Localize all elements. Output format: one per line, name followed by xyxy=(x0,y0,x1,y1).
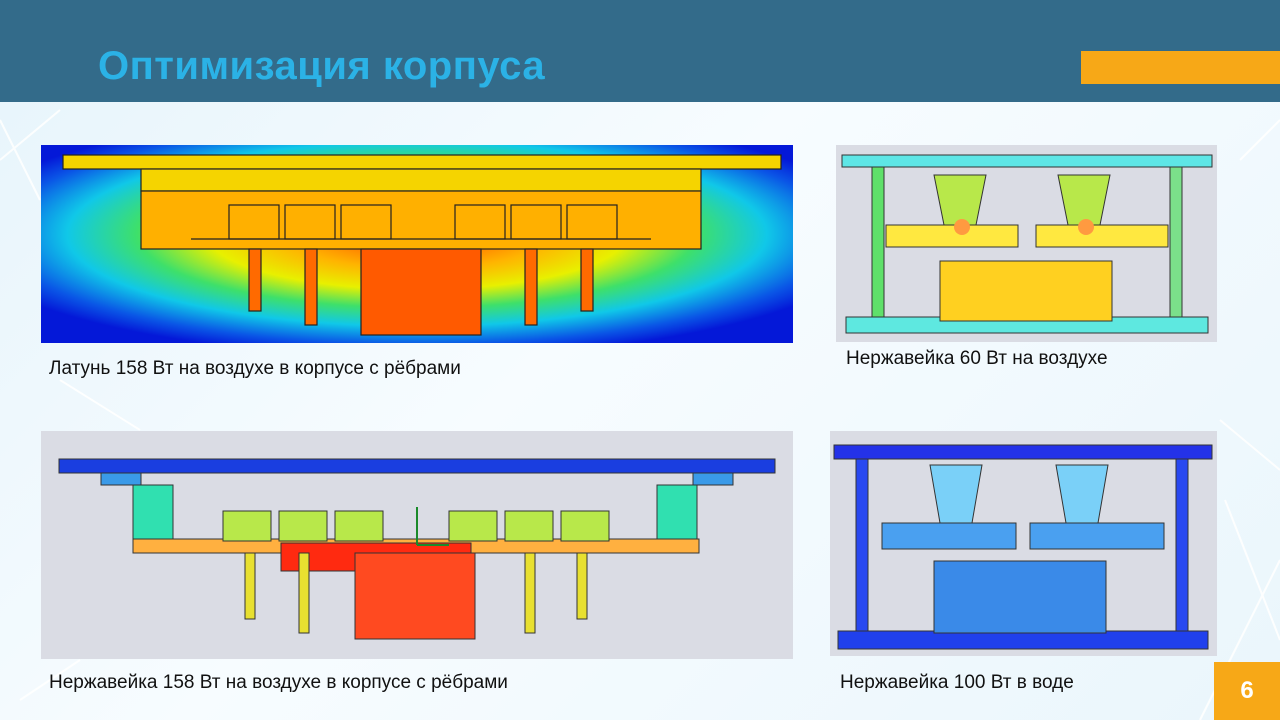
accent-bar xyxy=(1081,51,1280,84)
caption-brass-158w: Латунь 158 Вт на воздухе в корпусе с рёб… xyxy=(49,358,461,379)
simulation-image-steel-60w-air xyxy=(836,145,1217,342)
caption-steel-100w-water: Нержавейка 100 Вт в воде xyxy=(840,672,1074,693)
simulation-image-brass-158w xyxy=(41,145,793,343)
page-number: 6 xyxy=(1214,662,1280,720)
simulation-image-steel-158w xyxy=(41,431,793,659)
slide-title: Оптимизация корпуса xyxy=(98,44,546,88)
simulation-image-steel-100w-water xyxy=(830,431,1217,656)
caption-steel-158w: Нержавейка 158 Вт на воздухе в корпусе с… xyxy=(49,672,508,693)
caption-steel-60w-air: Нержавейка 60 Вт на воздухе xyxy=(846,348,1108,369)
slide-header xyxy=(0,0,1280,102)
